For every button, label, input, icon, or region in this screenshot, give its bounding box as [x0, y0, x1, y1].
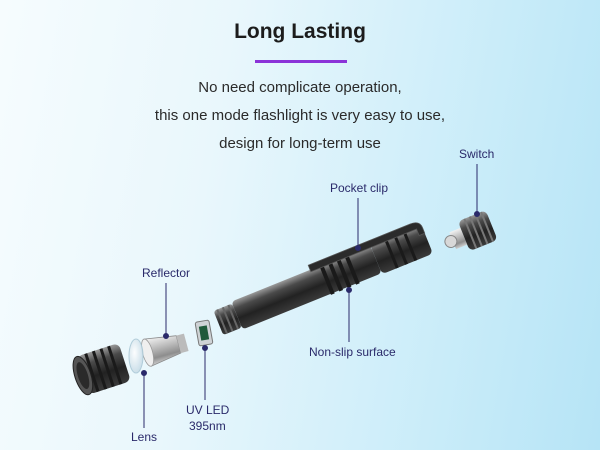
title-underline: [255, 60, 347, 63]
callout-lines: [141, 164, 480, 428]
flashlight-body: [214, 222, 432, 335]
uv-led-board: [194, 319, 214, 347]
reflector: [141, 333, 189, 367]
description-line-1: No need complicate operation,: [198, 79, 402, 96]
pocket-clip-label: Pocket clip: [330, 181, 389, 195]
uv-led-label: UV LED: [186, 403, 230, 417]
lens-label: Lens: [131, 430, 158, 444]
description-line-2: this one mode flashlight is very easy to…: [154, 107, 446, 124]
switch-label: Switch: [459, 147, 495, 161]
head-bezel: [72, 344, 130, 396]
reflector-label: Reflector: [142, 266, 191, 280]
switch-cap: [444, 211, 497, 250]
non-slip-surface-label: Non-slip surface: [309, 345, 396, 359]
page-title: Long Lasting: [234, 20, 366, 43]
lens: [128, 338, 144, 374]
description-line-3: design for long-term use: [219, 135, 381, 152]
uv-led-wavelength-label: 395nm: [189, 419, 226, 433]
